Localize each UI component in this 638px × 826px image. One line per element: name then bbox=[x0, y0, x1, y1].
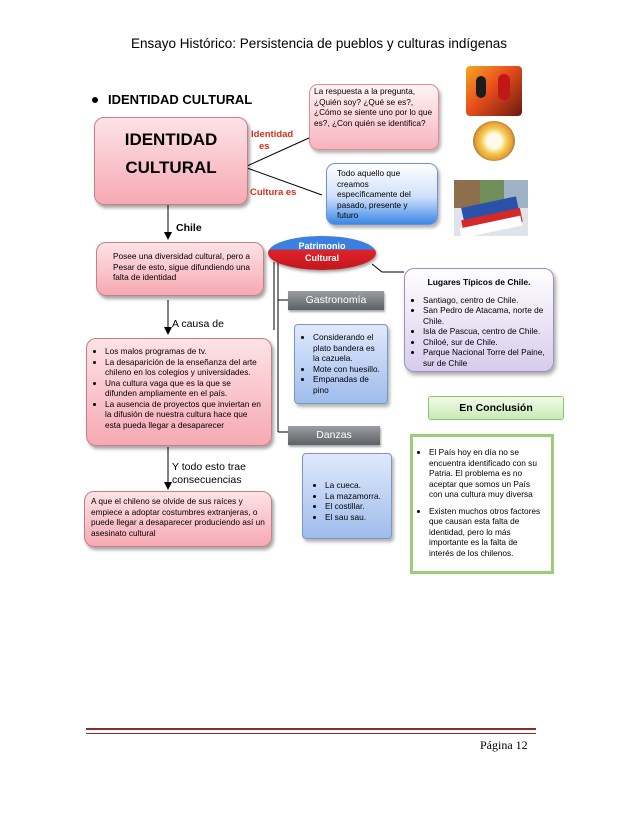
patrimonio-cultural-node: Patrimonio Cultural bbox=[268, 236, 376, 270]
cause-item: Una cultura vaga que es la que se difund… bbox=[105, 378, 263, 399]
connector-cultura bbox=[246, 167, 323, 196]
danza-item: La mazamorra. bbox=[325, 491, 387, 502]
label-identidad-es-1: Identidad bbox=[251, 129, 294, 140]
document-header-title: Ensayo Histórico: Persistencia de pueblo… bbox=[131, 36, 507, 51]
identity-answer-text: La respuesta a la pregunta, ¿Quién soy? … bbox=[314, 86, 433, 128]
label-chile: Chile bbox=[176, 222, 202, 234]
chile-flag-collage-image bbox=[454, 180, 528, 236]
gastronomia-header: Gastronomía bbox=[288, 291, 384, 310]
label-consecuencias-2: consecuencias bbox=[172, 474, 242, 486]
lugar-item: Santiago, centro de Chile. bbox=[423, 295, 547, 306]
dancers-image bbox=[466, 66, 522, 116]
bullet-icon bbox=[92, 96, 98, 103]
culture-definition-box: Todo aquello que creamos específicamente… bbox=[326, 163, 438, 225]
gastronomia-item: Considerando el plato bandera es la cazu… bbox=[313, 332, 383, 364]
conclusion-item: Existen muchos otros factores que causan… bbox=[429, 506, 543, 559]
gastronomia-box: Considerando el plato bandera es la cazu… bbox=[294, 324, 388, 404]
label-identidad-es-2: es bbox=[259, 141, 270, 152]
lugar-item: San Pedro de Atacama, norte de Chile. bbox=[423, 305, 547, 326]
branch-lugares bbox=[371, 263, 404, 273]
cause-item: La desaparición de la enseñanza del arte… bbox=[105, 357, 263, 378]
danzas-box: La cueca. La mazamorra. El costillar. El… bbox=[302, 453, 392, 539]
conclusion-box: El País hoy en día no se encuentra ident… bbox=[410, 434, 554, 574]
identidad-cultural-node: IDENTIDAD CULTURAL bbox=[94, 117, 248, 205]
central-node-line1: IDENTIDAD bbox=[124, 130, 218, 149]
conclusion-header: En Conclusión bbox=[428, 396, 564, 420]
lugar-item: Chiloé, sur de Chile. bbox=[423, 337, 547, 348]
identity-answer-box: La respuesta a la pregunta, ¿Quién soy? … bbox=[309, 84, 439, 150]
danza-item: El sau sau. bbox=[325, 512, 387, 523]
label-a-causa-de: A causa de bbox=[172, 318, 224, 330]
conclusion-item: El País hoy en día no se encuentra ident… bbox=[429, 447, 543, 500]
cause-item: La ausencia de proyectos que inviertan e… bbox=[105, 399, 263, 431]
chile-diversity-box: Posee una diversidad cultural, pero a Pe… bbox=[96, 242, 264, 296]
culture-definition-text: Todo aquello que creamos específicamente… bbox=[337, 168, 411, 220]
patrimonio-line2: Cultural bbox=[304, 253, 339, 263]
gastronomia-item: Mote con huesillo. bbox=[313, 364, 383, 375]
label-consecuencias-1: Y todo esto trae bbox=[172, 461, 246, 473]
lugares-title: Lugares Típicos de Chile. bbox=[427, 277, 531, 287]
section-heading-text: IDENTIDAD CULTURAL bbox=[108, 92, 253, 107]
causes-box: Los malos programas de tv. La desaparici… bbox=[86, 338, 272, 446]
gastronomia-item: Empanadas de pino bbox=[313, 374, 383, 395]
footer-rule-thick bbox=[86, 728, 536, 730]
lugares-box: Lugares Típicos de Chile. Santiago, cent… bbox=[404, 268, 554, 372]
danza-item: La cueca. bbox=[325, 480, 387, 491]
connector-identidad bbox=[246, 132, 321, 167]
chile-diversity-text: Posee una diversidad cultural, pero a Pe… bbox=[113, 251, 250, 282]
lugar-item: Isla de Pascua, centro de Chile. bbox=[423, 326, 547, 337]
lugar-item: Parque Nacional Torre del Paine, sur de … bbox=[423, 347, 547, 368]
label-cultura-es: Cultura es bbox=[250, 187, 297, 198]
footer-rule-thin bbox=[86, 733, 536, 734]
danzas-header: Danzas bbox=[288, 426, 380, 445]
page-number: Página 12 bbox=[480, 738, 528, 752]
cazuela-image bbox=[473, 121, 515, 161]
cause-item: Los malos programas de tv. bbox=[105, 346, 263, 357]
consequence-box: A que el chileno se olvide de sus raíces… bbox=[84, 491, 272, 547]
central-node-line2: CULTURAL bbox=[125, 158, 217, 177]
danza-item: El costillar. bbox=[325, 501, 387, 512]
section-heading: IDENTIDAD CULTURAL bbox=[92, 92, 252, 107]
patrimonio-line1: Patrimonio bbox=[298, 241, 346, 251]
consequence-text: A que el chileno se olvide de sus raíces… bbox=[91, 496, 265, 538]
